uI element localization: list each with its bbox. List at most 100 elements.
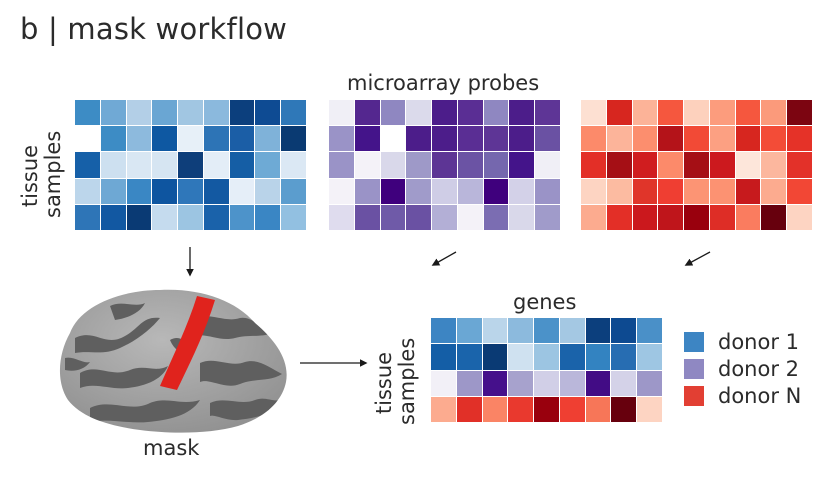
heatmap-cell — [100, 152, 126, 178]
legend-label: donor 1 — [718, 329, 800, 354]
heatmap-cell — [431, 396, 456, 422]
brain-mask-icon — [59, 289, 287, 433]
heatmap-cell — [126, 100, 152, 126]
legend-label: donor 2 — [718, 356, 800, 381]
heatmap-cell — [535, 152, 560, 178]
heatmap-cell — [581, 204, 606, 230]
heatmap-cell — [178, 152, 203, 178]
heatmap-cell — [126, 178, 152, 204]
heatmap-cell — [787, 204, 812, 230]
heatmap-cell — [534, 318, 559, 344]
heatmap-cell — [508, 344, 534, 370]
legend-item-donorN: donor N — [684, 382, 801, 409]
legend-item-donor2: donor 2 — [684, 355, 801, 382]
heatmap-cell — [658, 178, 684, 204]
heatmap-cell — [380, 178, 406, 204]
heatmap-cell — [354, 126, 380, 152]
heatmap-cell — [152, 178, 178, 204]
heatmap-cell — [632, 126, 658, 152]
heatmap-cell — [509, 126, 535, 152]
heatmap-cell — [735, 204, 761, 230]
heatmap-cell — [559, 396, 585, 422]
heatmap-cell — [229, 152, 255, 178]
heatmap-cell — [329, 204, 354, 230]
heatmap-cell — [761, 204, 787, 230]
heatmap-cell — [787, 126, 812, 152]
heatmap-cell — [611, 396, 637, 422]
heatmap-cell — [431, 318, 456, 344]
heatmap-cell — [431, 344, 456, 370]
heatmap-cell — [535, 178, 560, 204]
heatmap-cell — [482, 344, 508, 370]
heatmap-cell — [658, 126, 684, 152]
heatmap-cell — [255, 204, 281, 230]
heatmap-cell — [508, 370, 534, 396]
heatmap-cell — [457, 100, 483, 126]
heatmap-cell — [611, 318, 637, 344]
heatmap-cell — [456, 396, 482, 422]
heatmap-cell — [432, 204, 457, 230]
heatmap-cell — [606, 204, 632, 230]
heatmap-cell — [658, 152, 684, 178]
genes-label: genes — [513, 290, 577, 314]
heatmap-cell — [152, 126, 178, 152]
heatmap-cell — [329, 126, 354, 152]
heatmap-cell — [606, 152, 632, 178]
heatmap-cell — [457, 204, 483, 230]
heatmap-cell — [735, 100, 761, 126]
arrow-diagonal-icon-1 — [431, 251, 457, 266]
heatmap-cell — [354, 152, 380, 178]
heatmap-cell — [281, 100, 306, 126]
heatmap-cell — [203, 204, 229, 230]
heatmap-cell — [637, 318, 662, 344]
heatmap-cell — [637, 396, 662, 422]
heatmap-cell — [229, 126, 255, 152]
heatmap-cell — [406, 178, 432, 204]
heatmap-cell — [281, 178, 306, 204]
heatmap-cell — [508, 396, 534, 422]
heatmap-cell — [178, 100, 203, 126]
heatmap-cell — [611, 370, 637, 396]
heatmap-cell — [380, 126, 406, 152]
heatmap-cell — [509, 100, 535, 126]
heatmap-cell — [457, 152, 483, 178]
heatmap-cell — [432, 178, 457, 204]
heatmap-cell — [735, 126, 761, 152]
heatmap-cell — [380, 204, 406, 230]
heatmap-cell — [606, 178, 632, 204]
heatmap-cell — [709, 152, 735, 178]
legend-swatch — [684, 385, 704, 406]
heatmap-cell — [684, 152, 709, 178]
heatmap-cell — [658, 100, 684, 126]
heatmap-cell — [354, 100, 380, 126]
heatmap-cell — [585, 344, 611, 370]
heatmap-cell — [100, 204, 126, 230]
heatmap-cell — [559, 370, 585, 396]
legend-swatch — [684, 358, 704, 379]
figure-title: b | mask workflow — [20, 12, 288, 46]
heatmap-cell — [75, 152, 100, 178]
heatmap-cell — [658, 204, 684, 230]
heatmap-cell — [535, 126, 560, 152]
heatmap-cell — [632, 100, 658, 126]
mask-label: mask — [143, 436, 200, 460]
heatmap-cell — [482, 370, 508, 396]
legend-item-donor1: donor 1 — [684, 328, 801, 355]
heatmap-cell — [75, 204, 100, 230]
heatmap-cell — [203, 126, 229, 152]
heatmap-donor1 — [75, 100, 306, 230]
heatmap-cell — [456, 344, 482, 370]
heatmap-cell — [178, 178, 203, 204]
heatmap-cell — [457, 178, 483, 204]
heatmap-cell — [709, 126, 735, 152]
heatmap-cell — [255, 178, 281, 204]
heatmap-cell — [178, 204, 203, 230]
heatmap-cell — [329, 100, 354, 126]
heatmap-cell — [509, 152, 535, 178]
heatmap-cell — [581, 178, 606, 204]
heatmap-cell — [509, 178, 535, 204]
heatmap-cell — [581, 100, 606, 126]
heatmap-cell — [509, 204, 535, 230]
heatmap-cell — [709, 204, 735, 230]
heatmap-cell — [456, 318, 482, 344]
